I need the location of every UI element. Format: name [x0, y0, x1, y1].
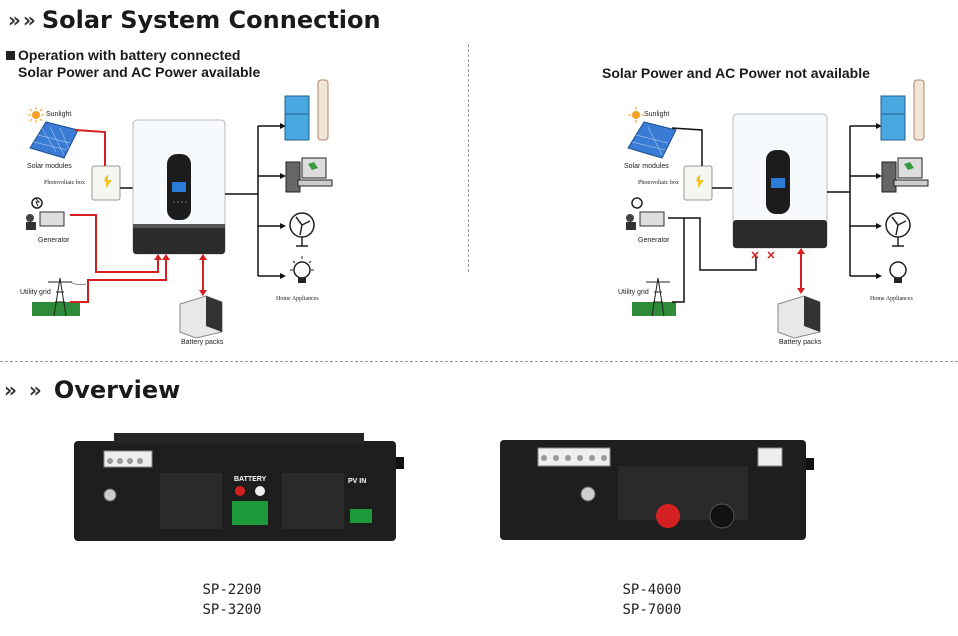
generator-icon — [626, 197, 665, 230]
cross-icon — [751, 251, 775, 259]
generator-label: Generator — [38, 237, 70, 244]
fan-icon — [885, 212, 911, 247]
bullet-square-icon — [6, 51, 15, 60]
model-label: SP-2200 — [202, 582, 262, 598]
battery-positive-icon — [235, 486, 245, 496]
plug-icon — [280, 173, 286, 179]
plug-icon — [876, 273, 882, 279]
chevron-double-icon: » — [28, 378, 42, 402]
input-breaker-icon — [103, 488, 117, 502]
chevron-double-icon: » — [8, 8, 21, 32]
ac-wires — [70, 129, 167, 303]
disconnected-wires — [668, 127, 757, 303]
lightbulb-icon — [889, 261, 907, 283]
fridge-icon — [880, 95, 906, 141]
solar-panel-icon — [627, 121, 677, 159]
connection-title: Solar System Connection — [41, 6, 381, 34]
vertical-divider — [468, 44, 469, 272]
plug-icon — [280, 273, 286, 279]
utility-grid-label: Utility grid — [20, 289, 51, 296]
inverter-unit — [132, 119, 226, 255]
solar-modules-label: Solar modules — [624, 163, 669, 170]
battery-pack-icon — [777, 295, 821, 339]
right-heading: Solar Power and AC Power not available — [602, 65, 870, 81]
sun-icon — [628, 107, 644, 123]
arrow-down-icon — [199, 290, 207, 296]
water-heater-icon — [913, 79, 925, 141]
inverter-unit — [732, 113, 828, 249]
left-heading-line1: Operation with battery connected — [6, 47, 240, 64]
arrow-up-icon — [199, 254, 207, 260]
output-wires — [225, 125, 280, 277]
arrow-up-icon — [797, 248, 805, 254]
water-heater-icon — [317, 79, 329, 141]
battery-packs-label: Battery packs — [779, 339, 822, 346]
battery-label: BATTERY — [234, 476, 267, 483]
plug-icon — [280, 223, 286, 229]
fan-grille — [160, 473, 222, 529]
plug-icon — [876, 173, 882, 179]
utility-tower-icon — [632, 277, 676, 317]
chevron-double-icon: » — [4, 378, 17, 402]
pv-box-label: Photovoltaic box — [638, 180, 679, 186]
diagram-no-ac: Sunlight Solar modules Photovoltaic box … — [618, 79, 929, 346]
fan-grille — [282, 473, 344, 529]
battery-negative-icon — [255, 486, 265, 496]
utility-tower-icon — [32, 277, 87, 317]
device-sp-4000-rear — [500, 440, 814, 540]
sunlight-label: Sunlight — [644, 111, 669, 118]
section-title-overview: » » Overview — [4, 376, 180, 404]
computer-icon — [285, 157, 333, 193]
solar-modules-label: Solar modules — [27, 163, 72, 170]
battery-packs-label: Battery packs — [181, 339, 224, 346]
overview-title: Overview — [53, 376, 181, 404]
plug-icon — [876, 223, 882, 229]
home-appliances-label: Home Appliances — [870, 296, 913, 302]
generator-label: Generator — [638, 237, 670, 244]
battery-terminal — [232, 501, 268, 525]
model-label: SP-3200 — [202, 602, 262, 618]
terminal-block — [537, 447, 611, 467]
home-appliances-label: Home Appliances — [276, 296, 319, 302]
left-heading-line2: Solar Power and AC Power available — [18, 64, 261, 80]
battery-negative-terminal — [709, 503, 735, 529]
pv-box-icon — [683, 165, 713, 201]
fan-icon — [289, 212, 315, 247]
solar-panel-icon — [29, 121, 79, 159]
plug-icon — [280, 123, 286, 129]
device-sp-2200-rear: BATTERY PV IN — [74, 433, 404, 541]
generator-icon — [26, 197, 65, 230]
section-title-connection: » » Solar System Connection — [8, 6, 381, 34]
chevron-double-icon: » — [22, 8, 36, 32]
output-wires — [827, 125, 876, 277]
pv-in-label: PV IN — [348, 478, 366, 485]
computer-icon — [881, 157, 929, 193]
ac-arrows — [154, 254, 170, 260]
plug-icon — [876, 123, 882, 129]
fridge-icon — [284, 95, 310, 141]
horizontal-divider — [0, 361, 958, 362]
arrow-down-icon — [797, 288, 805, 294]
sun-icon — [28, 107, 44, 123]
pv-box-label: Photovoltaic box — [44, 180, 85, 186]
model-label: SP-7000 — [622, 602, 682, 618]
pv-box-icon — [91, 165, 121, 201]
battery-positive-terminal — [656, 504, 680, 528]
battery-pack-icon — [179, 295, 223, 339]
input-breaker-icon — [580, 486, 596, 502]
lightbulb-icon — [290, 256, 314, 283]
sunlight-label: Sunlight — [46, 111, 71, 118]
model-label: SP-4000 — [622, 582, 682, 598]
diagram-with-battery: Sunlight Solar modules Photovoltaic box … — [20, 79, 333, 346]
utility-grid-label: Utility grid — [618, 289, 649, 296]
pv-terminal — [350, 509, 372, 523]
